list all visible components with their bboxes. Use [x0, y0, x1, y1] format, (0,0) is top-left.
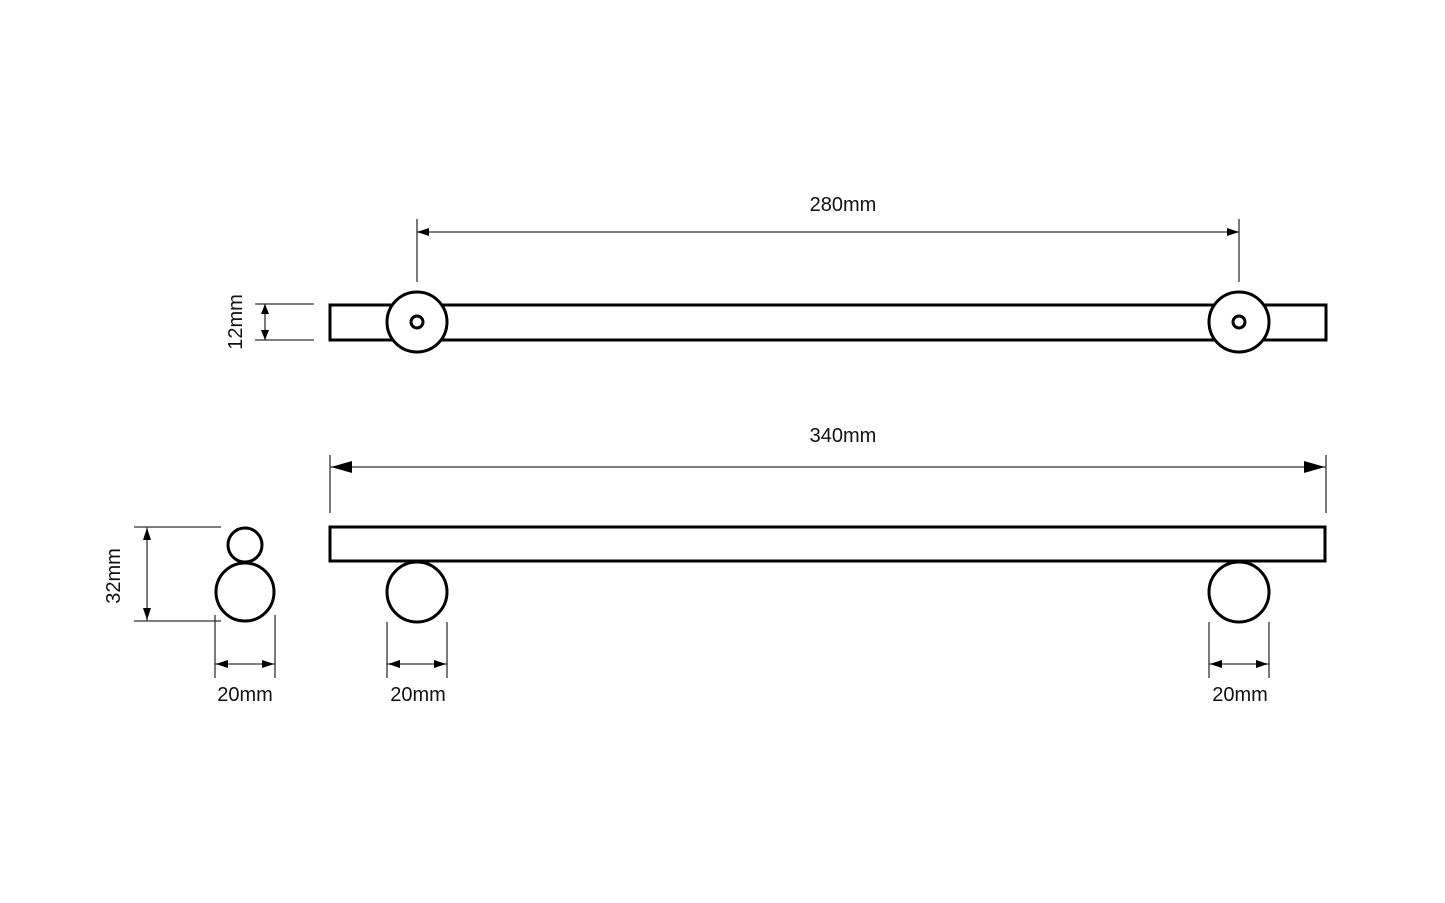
- arrowhead-left-icon: [216, 660, 228, 668]
- arrowhead-up-icon: [261, 304, 269, 314]
- dimension-label-overall-length: 340mm: [810, 425, 877, 447]
- dimension-label-left-post: 20mm: [390, 684, 446, 706]
- dimension-bar-thickness: 12mm: [225, 294, 314, 350]
- arrowhead-left-icon: [417, 228, 429, 236]
- post-right-side-view: [1207, 560, 1271, 624]
- arrowhead-right-icon: [1256, 660, 1268, 668]
- screw-hole-right-icon: [1231, 314, 1247, 330]
- post-left-side-view: [385, 560, 449, 624]
- dimension-label-centres: 280mm: [810, 194, 877, 216]
- dimension-label-thickness: 12mm: [225, 294, 247, 350]
- arrowhead-down-icon: [261, 330, 269, 340]
- bar-side-view: [328, 525, 1327, 563]
- dimension-left-post-diameter: 20mm: [386, 622, 448, 706]
- dimension-centres: 280mm: [416, 194, 1240, 282]
- top-view: 280mm 12mm: [225, 194, 1328, 354]
- screw-hole-left-icon: [409, 314, 425, 330]
- dimension-right-post-diameter: 20mm: [1208, 622, 1270, 706]
- bar-top-view: [328, 303, 1328, 342]
- arrowhead-left-icon: [388, 660, 400, 668]
- arrowhead-right-icon: [262, 660, 274, 668]
- dimension-projection: 32mm: [103, 526, 221, 622]
- bar-profile-circle: [226, 526, 264, 564]
- arrowhead-left-icon: [331, 461, 352, 473]
- arrowhead-right-icon: [1304, 461, 1325, 473]
- arrowhead-down-icon: [143, 608, 151, 620]
- dimension-overall-length: 340mm: [329, 425, 1327, 513]
- end-view: 32mm 20mm: [103, 526, 276, 706]
- arrowhead-left-icon: [1210, 660, 1222, 668]
- dimension-label-end-post: 20mm: [217, 684, 273, 706]
- arrowhead-right-icon: [1227, 228, 1239, 236]
- arrowhead-right-icon: [434, 660, 446, 668]
- post-profile-circle: [214, 561, 276, 623]
- side-view: 340mm 20mm 20mm: [328, 425, 1327, 706]
- dimension-label-right-post: 20mm: [1212, 684, 1268, 706]
- dimension-label-projection: 32mm: [103, 548, 125, 604]
- dimension-end-post-diameter: 20mm: [214, 615, 276, 706]
- arrowhead-up-icon: [143, 528, 151, 540]
